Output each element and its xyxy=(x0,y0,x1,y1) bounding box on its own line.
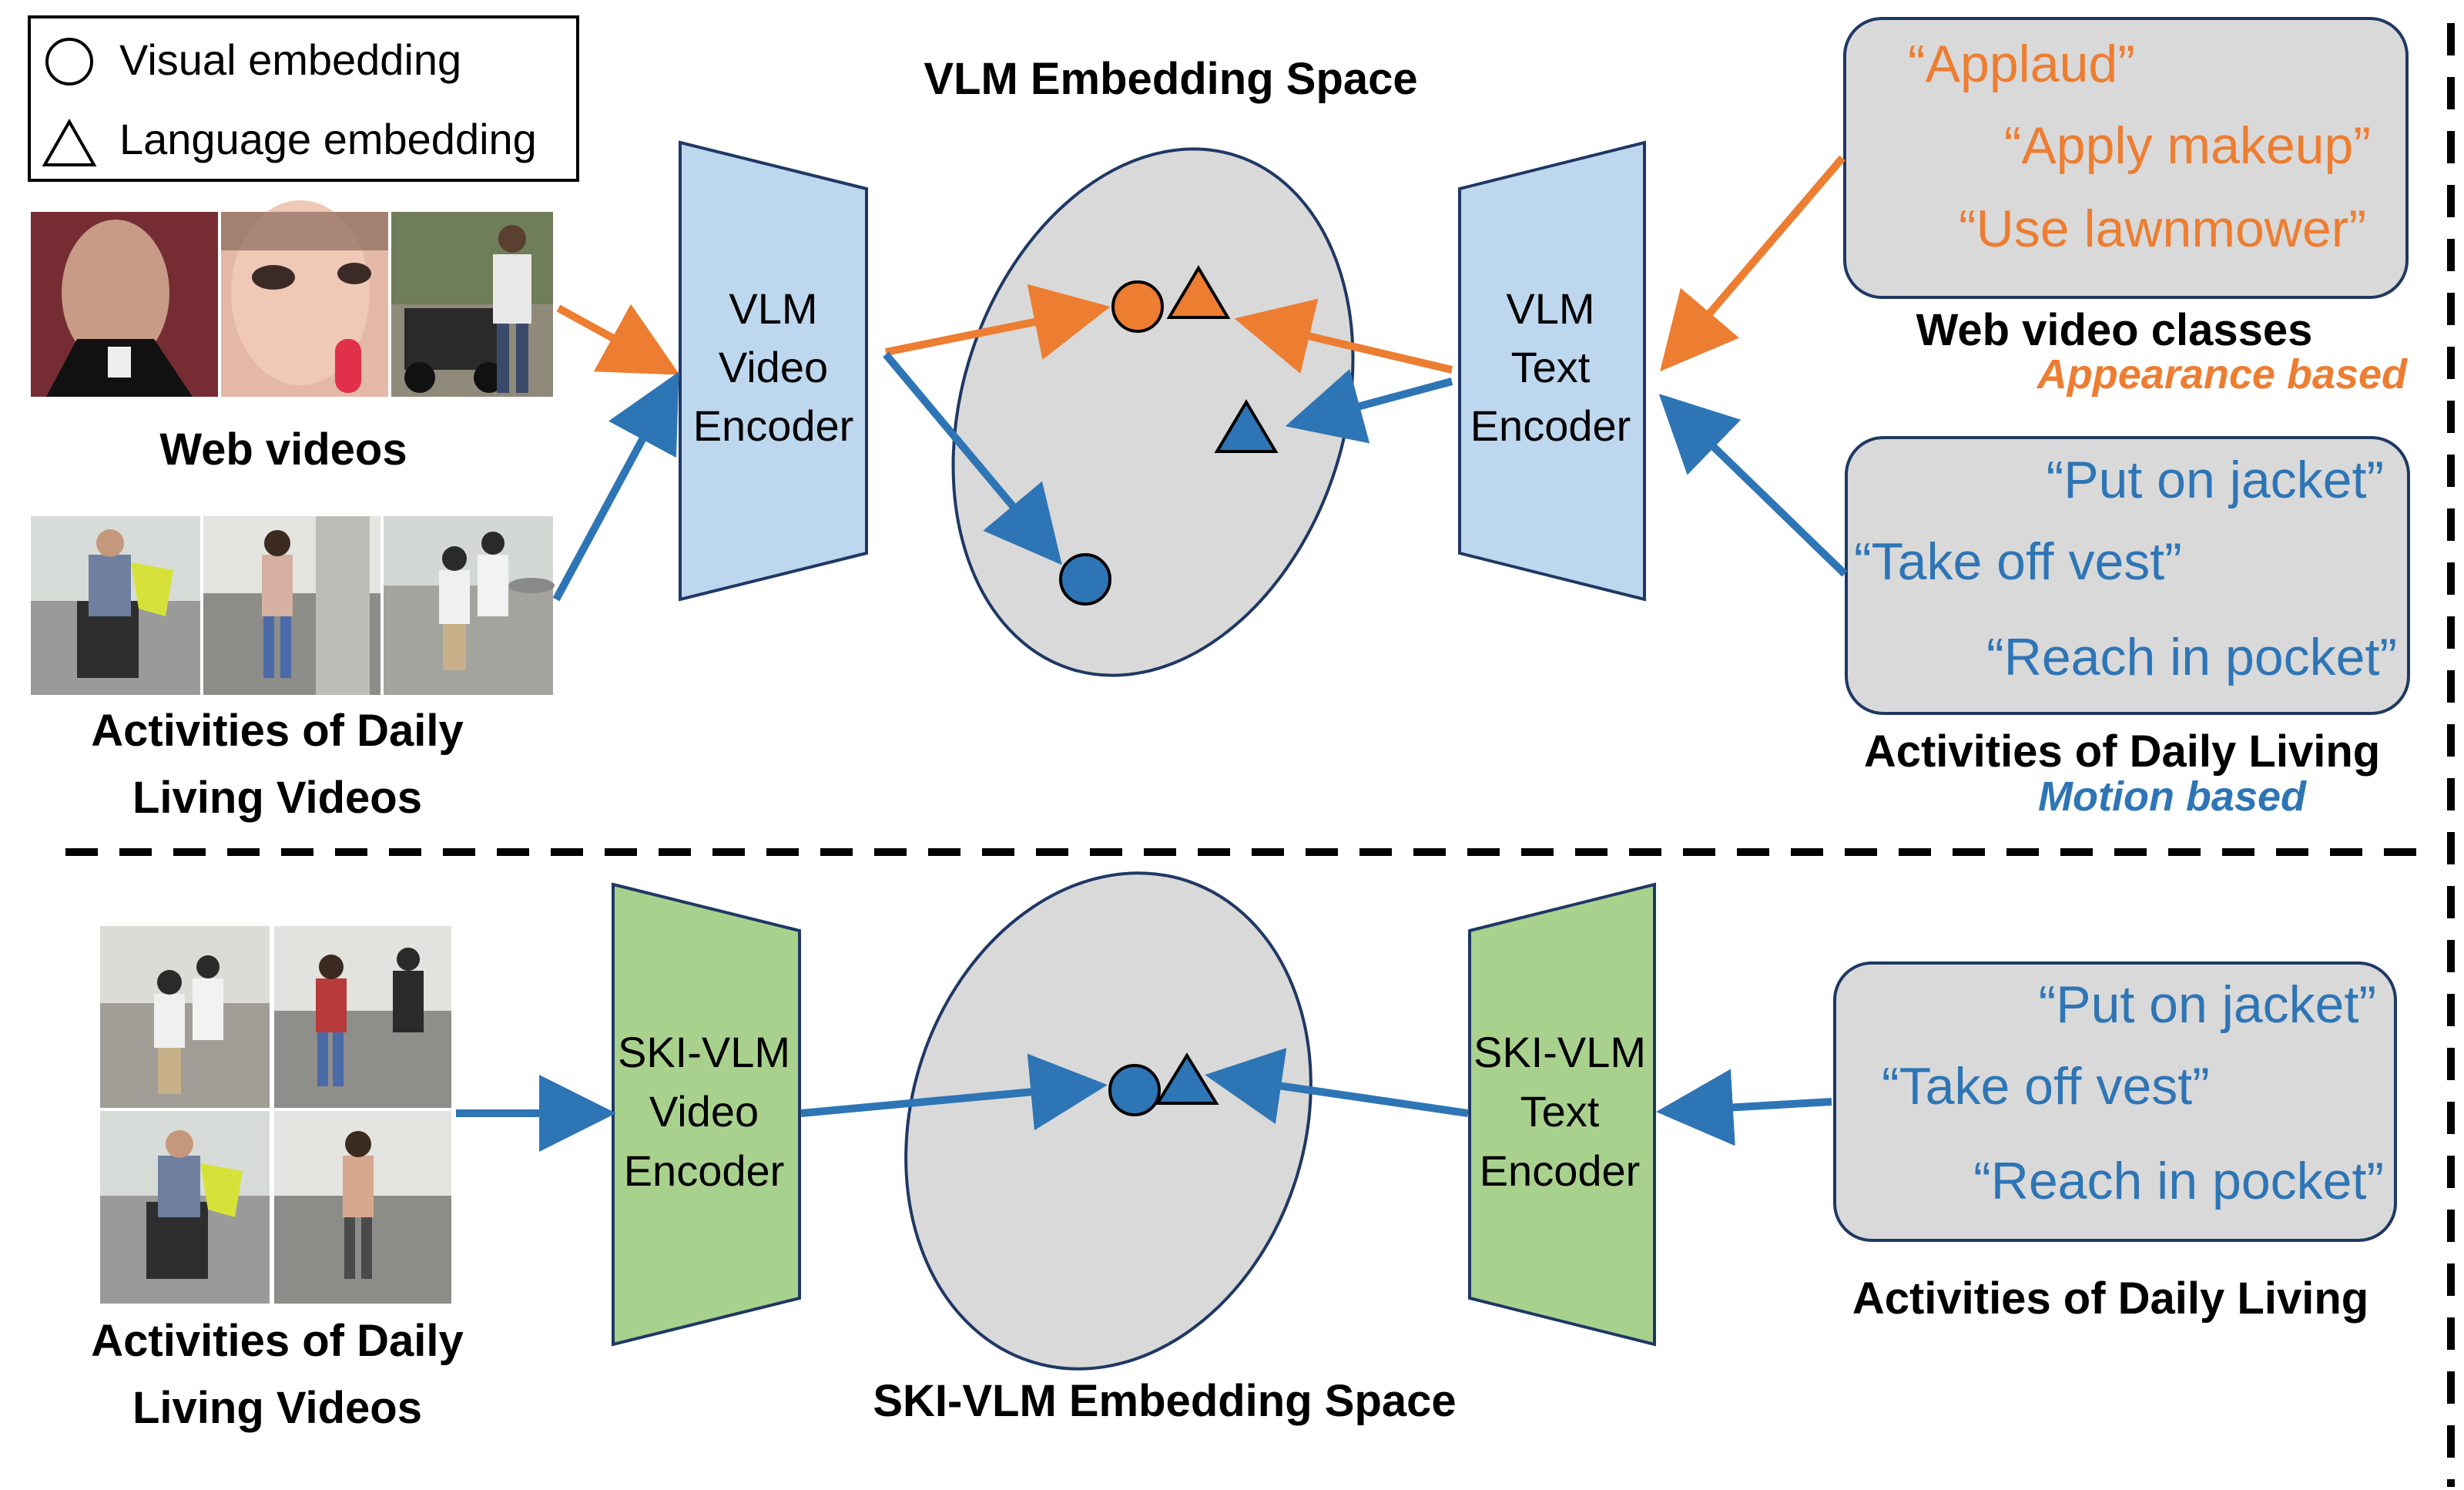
ski-vlm-text-encoder-line2: Text xyxy=(1520,1087,1600,1136)
web-video-thumb-3 xyxy=(391,212,553,397)
web-video-thumb-2 xyxy=(221,200,388,397)
circle-legend-icon xyxy=(45,38,93,86)
adl-class-take-off-vest-bottom: “Take off vest” xyxy=(1882,1057,2210,1116)
arrow-adl-classes-to-text-encoder xyxy=(1658,394,1848,577)
ski-vlm-video-encoder-line2: Video xyxy=(649,1087,759,1136)
web-visual-embedding-circle xyxy=(1111,280,1164,333)
adl-video-thumbnails-top xyxy=(31,516,555,695)
vlm-video-encoder-line2: Video xyxy=(719,343,828,391)
ski-vlm-embedding-space-ellipse xyxy=(904,871,1312,1371)
adl-thumb-top-1 xyxy=(31,516,200,695)
web-video-classes-box xyxy=(1843,17,2409,299)
arrow-text-encoder-to-web-language xyxy=(1234,298,1453,374)
arrow-video-encoder-to-adl-visual xyxy=(883,351,1062,565)
ski-vlm-text-encoder-shape xyxy=(1468,882,1656,1347)
web-class-applaud: “Applaud” xyxy=(1908,35,2135,93)
web-video-thumb-1 xyxy=(31,212,218,397)
adl-language-embedding-triangle xyxy=(1214,399,1279,453)
ski-language-embedding-triangle xyxy=(1155,1052,1219,1105)
vlm-text-encoder-line3: Encoder xyxy=(1470,401,1631,450)
arrow-text-encoder-to-adl-language xyxy=(1285,368,1453,444)
web-video-classes-title: Web video classes xyxy=(1916,305,2313,355)
vlm-video-encoder-line1: VLM xyxy=(729,284,817,333)
triangle-legend-icon xyxy=(42,118,97,166)
adl-thumb-bottom-3 xyxy=(100,1111,270,1304)
adl-classes-title-bottom: Activities of Daily Living xyxy=(1852,1274,2368,1324)
vlm-text-encoder-line1: VLM xyxy=(1506,284,1594,333)
ski-vlm-text-encoder-line3: Encoder xyxy=(1480,1146,1641,1195)
adl-classes-box-bottom xyxy=(1833,961,2397,1242)
vlm-text-encoder-shape xyxy=(1458,140,1646,602)
web-video-thumbnails xyxy=(31,200,553,397)
adl-thumb-bottom-4 xyxy=(274,1111,451,1304)
ski-vlm-text-encoder-line1: SKI-VLM xyxy=(1473,1028,1646,1076)
arrow-video-encoder-to-web-visual xyxy=(885,284,1111,360)
adl-videos-label-top-line2: Living Videos xyxy=(132,773,422,823)
legend-language-label: Language embedding xyxy=(119,115,537,163)
web-class-apply-makeup: “Apply makeup” xyxy=(2004,116,2371,175)
vlm-video-encoder-line3: Encoder xyxy=(693,401,854,450)
adl-video-thumbnails-bottom xyxy=(100,926,451,1304)
web-videos-label: Web videos xyxy=(159,425,407,475)
ski-vlm-video-encoder-line3: Encoder xyxy=(624,1146,785,1195)
adl-visual-embedding-circle xyxy=(1059,553,1111,606)
adl-classes-title-top: Activities of Daily Living xyxy=(1864,727,2380,777)
adl-thumb-bottom-2 xyxy=(274,926,451,1108)
ski-visual-embedding-circle xyxy=(1108,1064,1161,1116)
arrow-web-classes-to-text-encoder xyxy=(1660,155,1845,372)
adl-videos-label-top-line1: Activities of Daily xyxy=(91,706,463,756)
legend: Visual embedding Language embedding xyxy=(28,15,579,182)
adl-class-take-off-vest-top: “Take off vest” xyxy=(1854,532,2182,591)
adl-videos-label-bottom-line2: Living Videos xyxy=(132,1383,422,1433)
appearance-based-note: Appearance based xyxy=(2036,351,2408,398)
motion-based-note: Motion based xyxy=(2038,774,2307,820)
vlm-video-encoder-shape xyxy=(679,140,868,602)
vlm-embedding-space-title: VLM Embedding Space xyxy=(924,54,1417,104)
adl-classes-box-top xyxy=(1845,436,2410,715)
arrow-ski-video-encoder-to-visual xyxy=(800,1053,1108,1131)
adl-thumb-bottom-1 xyxy=(100,926,270,1108)
adl-class-put-on-jacket-top: “Put on jacket” xyxy=(2047,451,2384,509)
adl-class-put-on-jacket-bottom: “Put on jacket” xyxy=(2039,975,2376,1034)
arrow-web-to-video-encoder xyxy=(556,304,680,375)
adl-thumb-top-3 xyxy=(384,516,555,695)
bottom-arrows xyxy=(456,1048,1832,1152)
ski-vlm-embedding-space-title: SKI-VLM Embedding Space xyxy=(873,1376,1456,1426)
adl-thumb-top-2 xyxy=(203,516,380,695)
web-language-embedding-triangle xyxy=(1166,265,1231,319)
legend-visual-label: Visual embedding xyxy=(119,35,461,84)
web-class-use-lawnmower: “Use lawnmower” xyxy=(1959,200,2366,258)
adl-videos-label-bottom-line1: Activities of Daily xyxy=(91,1316,463,1366)
arrow-adl-classes-to-ski-text-encoder xyxy=(1656,1069,1832,1146)
arrow-adl-to-video-encoder xyxy=(552,371,679,602)
adl-class-reach-in-pocket-top: “Reach in pocket” xyxy=(1986,628,2397,686)
arrow-ski-text-encoder-to-language xyxy=(1205,1048,1469,1125)
vlm-text-encoder-line2: Text xyxy=(1511,343,1591,391)
adl-class-reach-in-pocket-bottom: “Reach in pocket” xyxy=(1973,1152,2384,1210)
ski-vlm-video-encoder-shape xyxy=(612,882,801,1347)
top-arrows xyxy=(552,155,1848,602)
ski-vlm-video-encoder-line1: SKI-VLM xyxy=(618,1028,790,1076)
